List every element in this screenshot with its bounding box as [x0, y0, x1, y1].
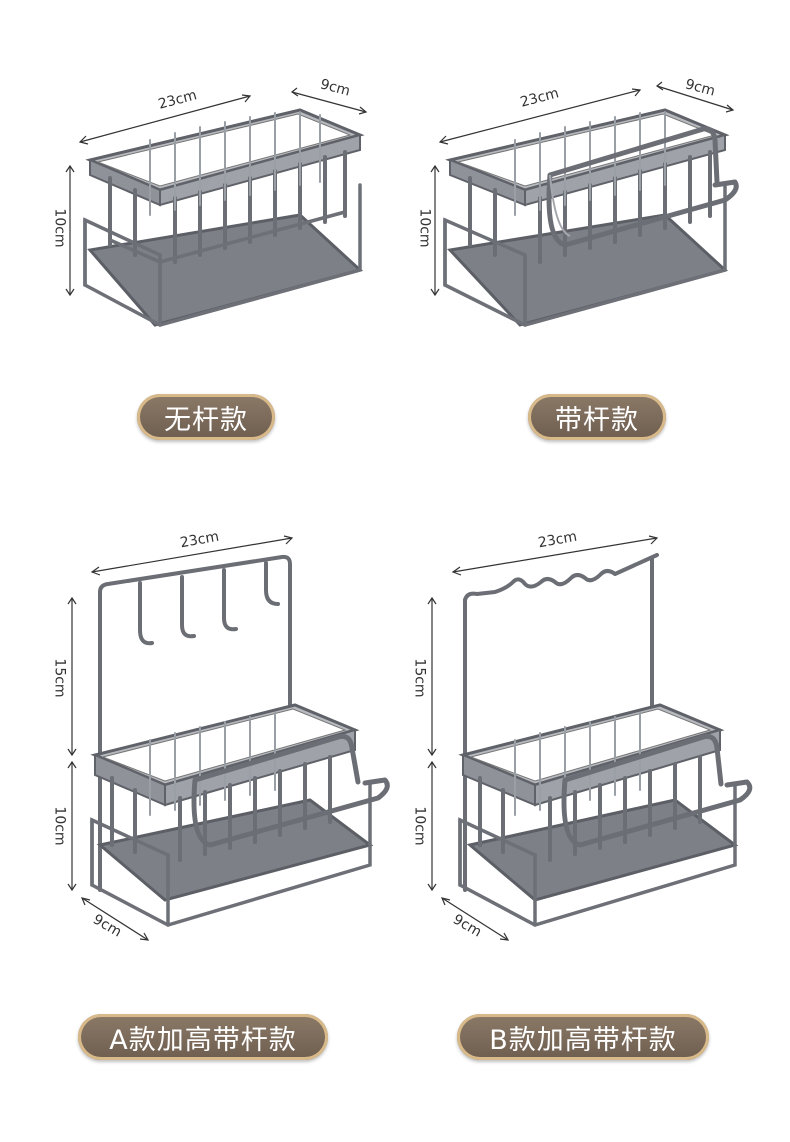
upper-height-dimension-label: 15cm — [411, 658, 428, 698]
rack-b-tall-illustration — [427, 535, 753, 941]
product-card-b-tall-with-rod: 23cm 15cm 10cm 9cm B款加高带杆款 — [395, 500, 790, 1142]
variant-label-a-tall: A款加高带杆款 — [78, 1014, 328, 1060]
variant-label-no-rod: 无杆款 — [137, 394, 275, 440]
height-dimension-label: 10cm — [416, 208, 433, 248]
rack-no-rod-illustration — [65, 87, 368, 327]
variant-label-with-rod: 带杆款 — [528, 394, 666, 440]
lower-height-dimension-label: 10cm — [51, 806, 68, 846]
product-card-a-tall-with-rod: 23cm 15cm 10cm 9cm A款加高带杆款 — [0, 500, 395, 1142]
variant-label-b-tall: B款加高带杆款 — [457, 1014, 709, 1060]
lower-height-dimension-label: 10cm — [411, 806, 428, 846]
product-card-with-rod: 23cm 9cm 10cm 带杆款 — [395, 0, 790, 470]
rack-with-rod-illustration — [430, 81, 739, 327]
height-dimension-label: 10cm — [51, 208, 68, 248]
rack-a-tall-illustration — [67, 535, 390, 941]
upper-height-dimension-label: 15cm — [51, 658, 68, 698]
product-card-no-rod: 23cm 9cm 10cm 无杆款 — [0, 0, 395, 470]
